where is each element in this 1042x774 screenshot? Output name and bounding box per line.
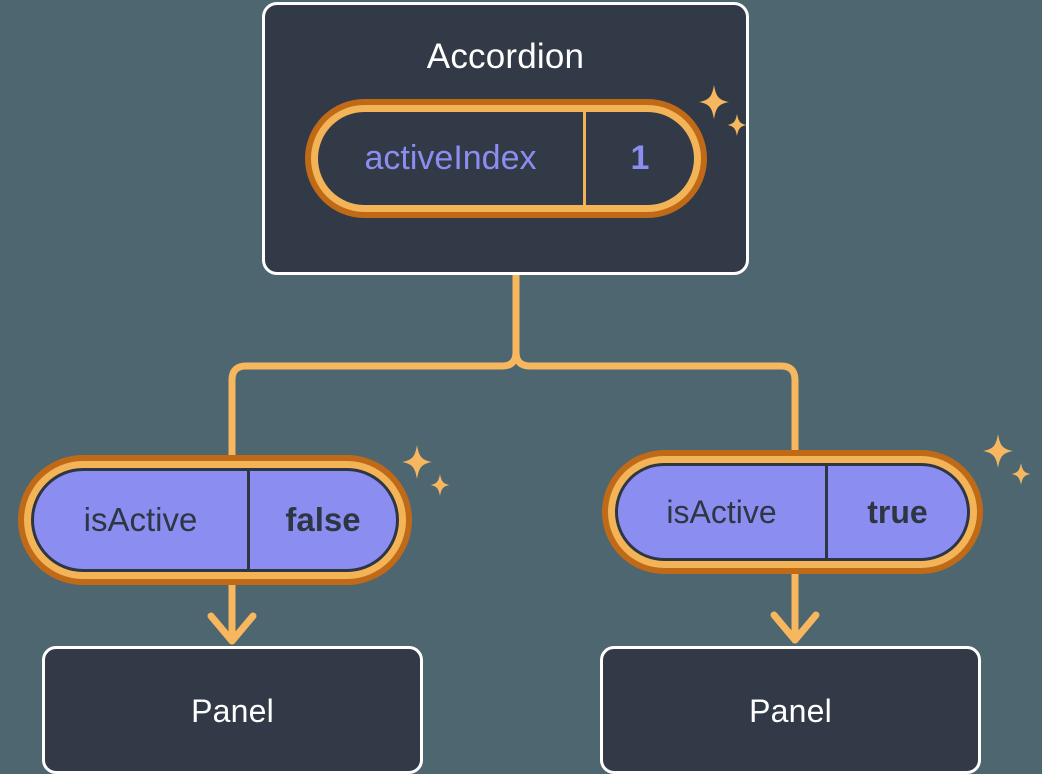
pill-content: activeIndex 1 [318, 112, 694, 205]
state-pill-is-active-true[interactable]: isActive true [602, 450, 983, 574]
state-pill-active-index[interactable]: activeIndex 1 [305, 99, 707, 218]
arrow-down-icon-left [207, 581, 257, 645]
panel-title: Panel [749, 693, 832, 729]
prop-value-label: false [285, 501, 361, 538]
accordion-title: Accordion [426, 37, 585, 76]
state-key-label: activeIndex [318, 112, 586, 205]
panel-title: Panel [191, 693, 274, 729]
prop-key-label: isActive [34, 471, 250, 569]
pill-content: isActive false [31, 468, 399, 572]
prop-key-label: isActive [618, 466, 828, 558]
component-box-panel-right[interactable]: Panel [600, 646, 981, 774]
pill-content: isActive true [615, 463, 970, 561]
pill-inner-ring: isActive true [608, 456, 977, 568]
sparkle-icon-right [983, 434, 1031, 485]
prop-value-label: true [867, 493, 928, 530]
pill-inner-ring: activeIndex 1 [311, 105, 701, 212]
state-value-label: 1 [630, 139, 650, 177]
component-box-panel-left[interactable]: Panel [42, 646, 423, 774]
state-pill-is-active-false[interactable]: isActive false [18, 455, 412, 585]
pill-inner-ring: isActive false [24, 461, 406, 579]
arrow-down-icon-right [770, 570, 820, 644]
